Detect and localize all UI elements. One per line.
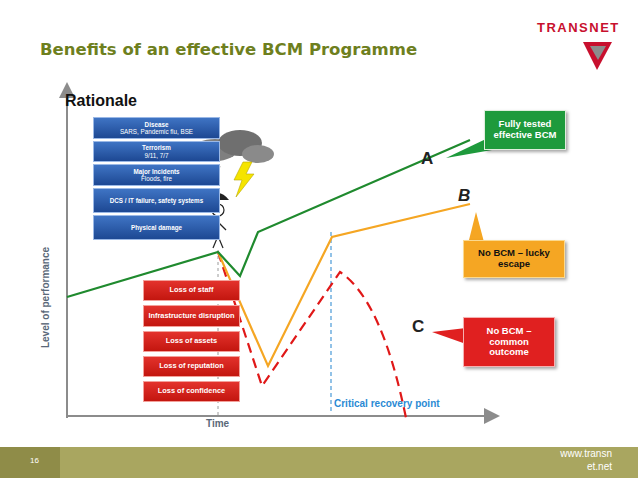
threat-box: Terrorism9/11, 7/7 (93, 141, 220, 162)
impact-box: Infrastructure disruption (143, 305, 240, 327)
box-text: Fully tested effective BCM (491, 119, 559, 141)
impact-box: Loss of assets (143, 331, 240, 352)
threat-box: Major IncidentsFloods, fire (93, 164, 220, 186)
callout-tail (432, 328, 466, 344)
threat-box: DiseaseSARS, Pandemic flu, BSE (93, 117, 220, 139)
slide-title: Benefits of an effective BCM Programme (40, 40, 417, 59)
box-text: DCS / IT failure, safety systems (110, 197, 203, 204)
callout-box: No BCM – lucky escape (463, 240, 565, 278)
storm-cloud (242, 145, 274, 163)
curve-letter: A (421, 149, 433, 169)
section-heading: Rationale (65, 92, 137, 110)
recovery-point-line (330, 232, 331, 412)
impact-box: Loss of reputation (143, 356, 240, 377)
impact-box: Loss of staff (143, 280, 240, 301)
box-text: No BCM – common outcome (470, 326, 548, 359)
box-text: Disease (145, 121, 169, 128)
lightning-bolt (234, 162, 254, 197)
curve-b (218, 204, 470, 366)
footer-url: www.transnet.net (560, 448, 612, 473)
x-axis (66, 415, 492, 417)
box-text: Loss of confidence (158, 387, 225, 396)
box-text: Infrastructure disruption (148, 312, 234, 321)
curve-letter: C (412, 317, 424, 337)
impact-box: Loss of confidence (143, 381, 240, 402)
footer-band-left (0, 447, 60, 478)
box-subtext: 9/11, 7/7 (144, 152, 168, 159)
box-text: Loss of reputation (159, 362, 223, 371)
callout-box: Fully tested effective BCM (484, 110, 566, 150)
page-number: 16 (30, 456, 39, 465)
logo-text: TRANSNET (537, 20, 620, 35)
axis-label: Level of performance (40, 223, 51, 373)
box-subtext: Floods, fire (141, 175, 172, 182)
y-axis (66, 90, 68, 418)
curve-letter: B (458, 186, 470, 206)
axis-label: Time (206, 418, 229, 429)
threat-box: Physical damage (93, 215, 220, 240)
callout-box: No BCM – common outcome (463, 317, 555, 367)
box-text: Major Incidents (133, 168, 179, 175)
threat-box: DCS / IT failure, safety systems (93, 188, 220, 213)
box-text: Loss of staff (170, 286, 214, 295)
box-text: Terrorism (142, 144, 171, 151)
footer-band (0, 447, 638, 478)
box-subtext: SARS, Pandemic flu, BSE (120, 128, 193, 135)
logo-mark (583, 42, 612, 70)
box-text: Physical damage (131, 224, 182, 231)
box-text: Loss of assets (166, 337, 217, 346)
box-text: No BCM – lucky escape (470, 248, 558, 270)
logo-mark-inner (590, 46, 606, 60)
annotation: Critical recovery point (334, 398, 440, 409)
curve-a (67, 140, 470, 297)
